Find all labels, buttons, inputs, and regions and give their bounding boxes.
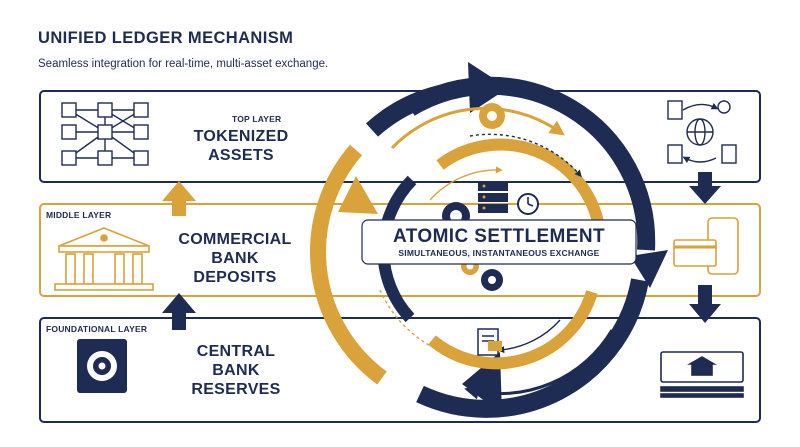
commercial-bank-icon	[54, 227, 154, 291]
middle-layer-title: COMMERCIAL BANK DEPOSITS	[170, 230, 300, 287]
middle-layer-title-line-3: DEPOSITS	[193, 269, 277, 286]
top-layer-label: TOP LAYER	[232, 114, 282, 124]
foundational-layer-panel	[39, 317, 761, 423]
up-arrow-middle-to-top	[162, 181, 196, 216]
page-title: UNIFIED LEDGER MECHANISM	[38, 29, 294, 47]
foundational-layer-title-line-3: RESERVES	[191, 381, 281, 398]
middle-layer-title-line-2: BANK	[211, 250, 259, 267]
gear-icon-top	[479, 103, 505, 129]
center-subtitle: SIMULTANEOUS, INSTANTANEOUS EXCHANGE	[398, 248, 600, 258]
down-arrow-middle-to-foundation	[689, 285, 721, 323]
outer-cycle-ring	[310, 76, 656, 418]
document-exchange-icon	[477, 328, 502, 356]
foundational-layer-label: FOUNDATIONAL LAYER	[46, 324, 148, 334]
up-arrow-foundation-to-middle	[162, 293, 196, 330]
foundational-layer-title-line-2: BANK	[212, 362, 260, 379]
ledger-server-icon	[478, 182, 508, 213]
document-globe-icon	[667, 100, 737, 164]
card-phone-icon	[673, 217, 739, 275]
middle-layer-label: MIDDLE LAYER	[46, 210, 112, 220]
vault-icon	[77, 339, 127, 393]
foundational-layer-title: CENTRAL BANK RESERVES	[176, 342, 296, 399]
top-layer-title: TOKENIZED ASSETS	[186, 127, 296, 165]
middle-layer-title-line-1: COMMERCIAL	[178, 231, 292, 248]
outer-ring-arrowhead-left	[338, 176, 378, 214]
flow-lines	[379, 133, 582, 363]
clock-icon	[517, 193, 539, 215]
foundational-layer-title-line-1: CENTRAL	[196, 343, 276, 360]
token-network-icon	[61, 102, 149, 166]
center-title: ATOMIC SETTLEMENT	[393, 226, 605, 247]
down-arrow-top-to-middle	[689, 172, 721, 204]
outer-ring-arrowhead-top	[468, 62, 508, 113]
top-layer-title-line-1: TOKENIZED	[193, 128, 289, 145]
bank-note-icon	[660, 351, 744, 398]
top-layer-title-line-2: ASSETS	[208, 147, 274, 164]
outer-ring-arrowhead-right	[630, 250, 668, 288]
center-label-background	[361, 219, 637, 265]
page-subtitle: Seamless integration for real-time, mult…	[38, 58, 329, 70]
